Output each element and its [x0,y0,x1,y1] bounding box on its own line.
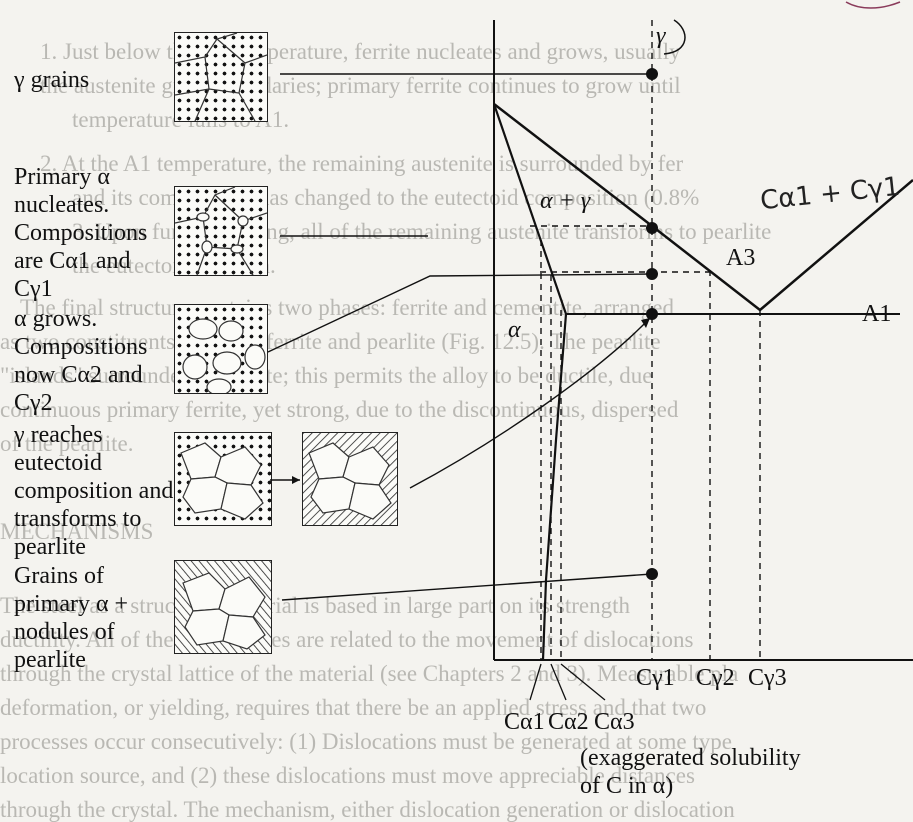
arrow-head [292,476,300,484]
label-A1: A1 [862,301,892,327]
label-Cy3: Cγ3 [748,665,787,691]
point-Cy2 [646,268,658,280]
micro-pearlite-transform [302,432,398,526]
bg-line: "islands" surrounded by ferrite; this pe… [0,363,653,388]
alpha-solvus-line [492,103,568,661]
label-Ca3: Cα3 [594,709,635,735]
region-gamma: γ [656,23,666,49]
micro-eutectoid [174,432,272,526]
grain-boundaries [180,442,264,520]
point-Cy1-nucleation [646,222,658,234]
bg-line: through the crystal lattice of the mater… [0,661,739,686]
stage-label-alpha-grows: α grows. Compositions now Cα2 and Cγ2 [14,306,148,416]
pointer-Ca1 [529,663,542,701]
bg-line: location source, and (2) these dislocati… [0,763,695,788]
connector-alpha-grows [267,273,653,353]
label-Cy2: Cγ2 [696,665,735,691]
micro-final-structure [174,560,272,654]
region-alpha-gamma: α + γ [540,188,591,214]
alpha-gamma-boundary [493,103,653,227]
note-exaggerated-solubility: (exaggerated solubility of C in α) [580,745,801,799]
label-Cy1: Cγ1 [636,665,675,691]
stage-label-alpha-nucleates: Primary α nucleates. Compositions are Cα… [14,164,148,302]
handwritten-mark [845,1,901,9]
bg-line: 2. At the A1 temperature, the remaining … [40,151,684,176]
grain-boundaries [175,33,267,121]
bg-line: ductility. All of these properties are r… [0,627,694,652]
connector-final [281,573,653,601]
bg-line: The steel as a structural material is ba… [0,593,630,618]
bg-line: as two constituents: primary ferrite and… [0,329,661,354]
micro-alpha-grows [174,304,268,394]
stage-label-gamma-grains: γ grains [14,67,90,93]
label-A3: A3 [726,245,756,271]
pearlite-structure [175,561,271,653]
handwritten-curl [663,19,686,55]
grain-boundaries [175,187,267,275]
pearlite-structure [303,433,397,525]
label-Ca2: Cα2 [548,709,589,735]
arrow-pearlite [409,317,651,489]
micro-alpha-nucleates [174,186,268,276]
bg-line: of the pearlite. [0,431,134,456]
micro-gamma-grains [174,32,268,122]
bg-line: processes occur consecutively: (1) Dislo… [0,729,732,754]
point-gamma [646,68,658,80]
bg-line: deformation, or yielding, requires that … [0,695,707,720]
bg-line: continuous primary ferrite, yet strong, … [0,397,679,422]
bg-line: through the crystal. The mechanism, eith… [0,797,735,822]
bg-line: MECHANISMS [0,519,154,544]
point-final [646,568,658,580]
stage-label-final-structure: Grains of primary α + nodules of pearlit… [14,563,129,673]
label-Ca1: Cα1 [504,709,545,735]
pointer-Ca3 [560,663,606,701]
stage-label-eutectoid: γ reaches eutectoid composition and tran… [14,422,174,560]
point-eutectoid [646,308,658,320]
arrow-head [641,318,650,328]
pointer-Ca2 [550,663,567,701]
grain-boundaries [182,318,266,393]
region-alpha: α [508,317,521,343]
